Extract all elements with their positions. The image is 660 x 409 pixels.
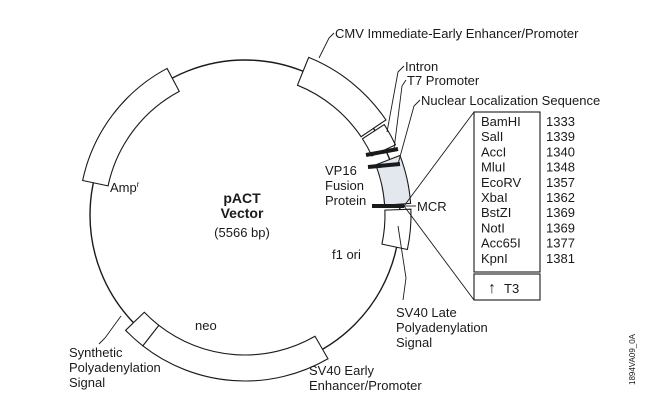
site-enzyme: NotI [481, 220, 505, 235]
t7-leader [393, 79, 407, 150]
site-position: 1362 [546, 190, 575, 205]
element-marks [365, 147, 404, 208]
site-enzyme: AccI [481, 144, 506, 159]
amp-arc [81, 67, 181, 187]
site-position: 1357 [546, 175, 575, 190]
site-position: 1348 [546, 160, 575, 175]
site-enzyme: SalI [481, 129, 503, 144]
cmv-leader [318, 32, 335, 59]
label-sv40late-2: Polyadenylation [396, 320, 488, 335]
label-cmv: CMV Immediate-Early Enhancer/Promoter [335, 26, 579, 41]
label-neo: neo [195, 318, 217, 333]
site-position: 1340 [546, 144, 575, 159]
t3-arrow: ↑ [488, 280, 496, 297]
plasmid-name: pACT [223, 190, 261, 206]
leader-lines [98, 32, 475, 345]
mcr-box [473, 111, 541, 273]
neo-arc [142, 324, 329, 382]
label-sv40early-1: SV40 Early [309, 363, 375, 378]
figure-id: 1894VA09_0A [628, 333, 637, 385]
label-sv40early-2: Enhancer/Promoter [309, 378, 422, 393]
plasmid-size: (5566 bp) [214, 225, 270, 240]
label-t7: T7 Promoter [407, 73, 480, 88]
label-intron: Intron [405, 59, 438, 74]
f1-ori-arc [381, 208, 412, 251]
feature-arcs [81, 56, 412, 382]
t7-mark [365, 147, 399, 157]
label-amp: Ampr [110, 180, 140, 195]
plasmid-name-line2: Vector [221, 205, 264, 221]
nls-mark [367, 162, 401, 169]
intron-leader [386, 65, 405, 133]
site-position: 1369 [546, 205, 575, 220]
site-position: 1333 [546, 114, 575, 129]
site-enzyme: BamHI [481, 114, 521, 129]
label-synth-3: Signal [69, 375, 105, 390]
t3-label: T3 [504, 281, 519, 296]
label-vp16-2: Fusion [325, 178, 364, 193]
site-enzyme: MluI [481, 160, 506, 175]
site-position: 1381 [546, 251, 575, 266]
label-mcr: MCR [417, 199, 447, 214]
label-vp16-3: Protein [325, 193, 366, 208]
mcr-fan-bottom [403, 205, 475, 301]
cmv-arc [296, 56, 387, 138]
label-vp16-1: VP16 [325, 163, 357, 178]
sv40late-leader [397, 225, 407, 301]
label-f1: f1 ori [332, 247, 361, 262]
synth-leader [98, 315, 122, 345]
nls-leader [397, 99, 421, 165]
label-synth-1: Synthetic [69, 345, 123, 360]
t3-box [473, 273, 541, 301]
site-enzyme: BstZI [481, 205, 511, 220]
label-sv40late-3: Signal [396, 335, 432, 350]
site-position: 1339 [546, 129, 575, 144]
label-nls: Nuclear Localization Sequence [421, 93, 600, 108]
synthetic-polya-arc [124, 311, 160, 347]
mcr-fan-top [403, 111, 475, 207]
site-enzyme: XbaI [481, 190, 508, 205]
site-position: 1377 [546, 236, 575, 251]
label-sv40late-1: SV40 Late [396, 305, 457, 320]
site-enzyme: Acc65I [481, 236, 521, 251]
site-position: 1369 [546, 220, 575, 235]
site-enzyme: EcoRV [481, 175, 522, 190]
label-synth-2: Polyadenylation [69, 360, 161, 375]
site-enzyme: KpnI [481, 251, 508, 266]
